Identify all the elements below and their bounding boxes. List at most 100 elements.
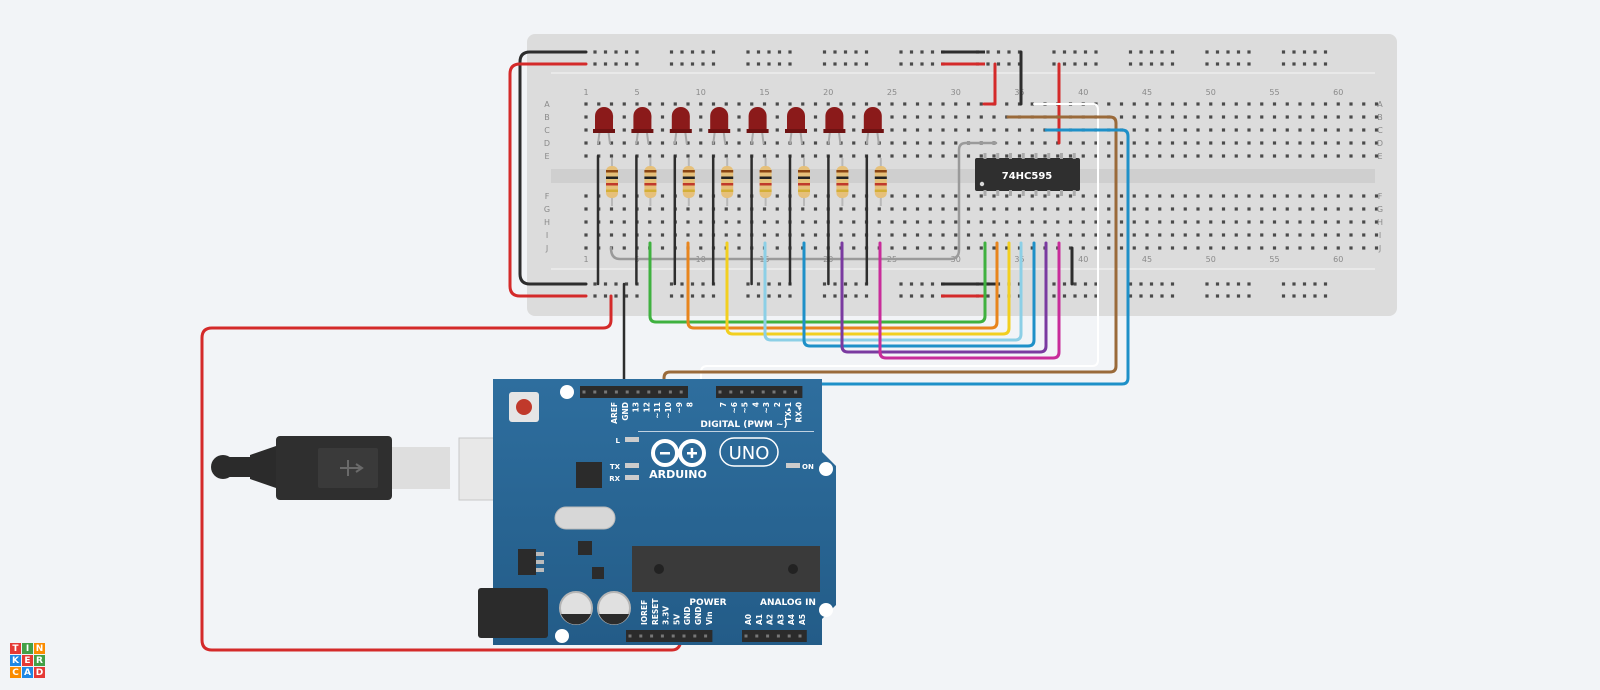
breadboard-hole[interactable] — [890, 154, 894, 158]
breadboard-hole[interactable] — [1145, 246, 1149, 250]
breadboard-hole[interactable] — [660, 207, 665, 211]
rail-hole[interactable] — [1313, 50, 1317, 54]
rail-hole[interactable] — [1160, 282, 1164, 286]
breadboard-hole[interactable] — [801, 220, 805, 224]
rail-hole[interactable] — [746, 50, 750, 54]
rail-hole[interactable] — [909, 294, 914, 298]
breadboard-hole[interactable] — [1362, 207, 1366, 211]
breadboard-hole[interactable] — [660, 102, 665, 106]
breadboard-hole[interactable] — [1107, 246, 1111, 250]
breadboard-hole[interactable] — [660, 246, 665, 250]
rail-hole[interactable] — [614, 62, 618, 66]
breadboard-hole[interactable] — [1323, 246, 1328, 250]
rail-hole[interactable] — [1149, 50, 1154, 54]
breadboard-hole[interactable] — [1132, 128, 1136, 132]
breadboard-hole[interactable] — [1374, 115, 1379, 119]
header-pin[interactable] — [794, 390, 798, 394]
breadboard-hole[interactable] — [1107, 194, 1111, 198]
breadboard-hole[interactable] — [941, 194, 945, 198]
header-pin[interactable] — [744, 634, 748, 638]
breadboard-hole[interactable] — [1234, 115, 1238, 119]
breadboard-hole[interactable] — [1362, 115, 1366, 119]
breadboard-hole[interactable] — [954, 141, 958, 145]
resistor[interactable] — [644, 158, 657, 206]
breadboard-hole[interactable] — [1005, 220, 1009, 224]
breadboard-hole[interactable] — [1196, 246, 1200, 250]
breadboard-hole[interactable] — [903, 194, 907, 198]
breadboard-hole[interactable] — [1260, 102, 1264, 106]
breadboard-hole[interactable] — [1349, 207, 1353, 211]
breadboard-hole[interactable] — [1221, 194, 1226, 198]
breadboard-hole[interactable] — [1043, 207, 1047, 211]
breadboard-hole[interactable] — [622, 220, 626, 224]
breadboard-hole[interactable] — [609, 102, 614, 106]
breadboard-hole[interactable] — [1145, 194, 1149, 198]
header-pin[interactable] — [582, 390, 586, 394]
breadboard-hole[interactable] — [1068, 207, 1073, 211]
rail-hole[interactable] — [920, 294, 924, 298]
breadboard-hole[interactable] — [801, 102, 805, 106]
rail-hole[interactable] — [777, 282, 782, 286]
breadboard-hole[interactable] — [1285, 141, 1289, 145]
breadboard-hole[interactable] — [622, 233, 626, 237]
breadboard-hole[interactable] — [775, 207, 779, 211]
breadboard-hole[interactable] — [1196, 128, 1200, 132]
breadboard-hole[interactable] — [1311, 207, 1315, 211]
breadboard-hole[interactable] — [1094, 207, 1098, 211]
breadboard-hole[interactable] — [1362, 154, 1366, 158]
rail-hole[interactable] — [635, 50, 639, 54]
breadboard-hole[interactable] — [699, 207, 703, 211]
breadboard-hole[interactable] — [1145, 102, 1149, 106]
breadboard-hole[interactable] — [1336, 128, 1340, 132]
header-pin[interactable] — [639, 634, 643, 638]
rail-hole[interactable] — [1226, 50, 1230, 54]
breadboard-hole[interactable] — [1196, 207, 1200, 211]
breadboard-hole[interactable] — [762, 207, 767, 211]
header-pin[interactable] — [660, 634, 664, 638]
breadboard-hole[interactable] — [1107, 233, 1111, 237]
rail-hole[interactable] — [756, 50, 761, 54]
breadboard-hole[interactable] — [1132, 220, 1136, 224]
breadboard-hole[interactable] — [979, 246, 983, 250]
breadboard-hole[interactable] — [762, 220, 767, 224]
breadboard-hole[interactable] — [622, 141, 626, 145]
rail-hole[interactable] — [746, 62, 750, 66]
breadboard-hole[interactable] — [1107, 220, 1111, 224]
breadboard-hole[interactable] — [1158, 233, 1162, 237]
breadboard-hole[interactable] — [928, 141, 932, 145]
shift-register-chip[interactable]: 74HC595 — [975, 153, 1080, 196]
breadboard-hole[interactable] — [1119, 154, 1124, 158]
rail-hole[interactable] — [1226, 282, 1230, 286]
breadboard-hole[interactable] — [737, 194, 741, 198]
breadboard-hole[interactable] — [903, 220, 907, 224]
header-pin[interactable] — [604, 390, 608, 394]
breadboard-hole[interactable] — [852, 220, 856, 224]
breadboard-hole[interactable] — [941, 115, 945, 119]
breadboard-hole[interactable] — [1056, 207, 1060, 211]
led[interactable] — [746, 107, 769, 145]
rail-hole[interactable] — [1128, 50, 1133, 54]
breadboard-hole[interactable] — [1272, 246, 1277, 250]
header-pin[interactable] — [636, 390, 640, 394]
header-pin[interactable] — [776, 634, 780, 638]
rail-hole[interactable] — [986, 62, 990, 66]
breadboard-hole[interactable] — [1183, 207, 1187, 211]
rail-hole[interactable] — [1215, 294, 1220, 298]
breadboard-hole[interactable] — [852, 207, 856, 211]
rail-hole[interactable] — [1139, 62, 1143, 66]
breadboard-hole[interactable] — [622, 207, 626, 211]
breadboard-hole[interactable] — [992, 220, 996, 224]
breadboard-hole[interactable] — [801, 154, 805, 158]
rail-hole[interactable] — [833, 282, 837, 286]
breadboard-hole[interactable] — [1094, 141, 1098, 145]
breadboard-hole[interactable] — [1132, 102, 1136, 106]
header-pin[interactable] — [755, 634, 759, 638]
breadboard-hole[interactable] — [1132, 246, 1136, 250]
rail-hole[interactable] — [854, 50, 858, 54]
breadboard-hole[interactable] — [813, 141, 818, 145]
breadboard-hole[interactable] — [1170, 154, 1175, 158]
breadboard-hole[interactable] — [954, 233, 958, 237]
breadboard-hole[interactable] — [1323, 154, 1328, 158]
breadboard-hole[interactable] — [1272, 207, 1277, 211]
breadboard-hole[interactable] — [1311, 220, 1315, 224]
